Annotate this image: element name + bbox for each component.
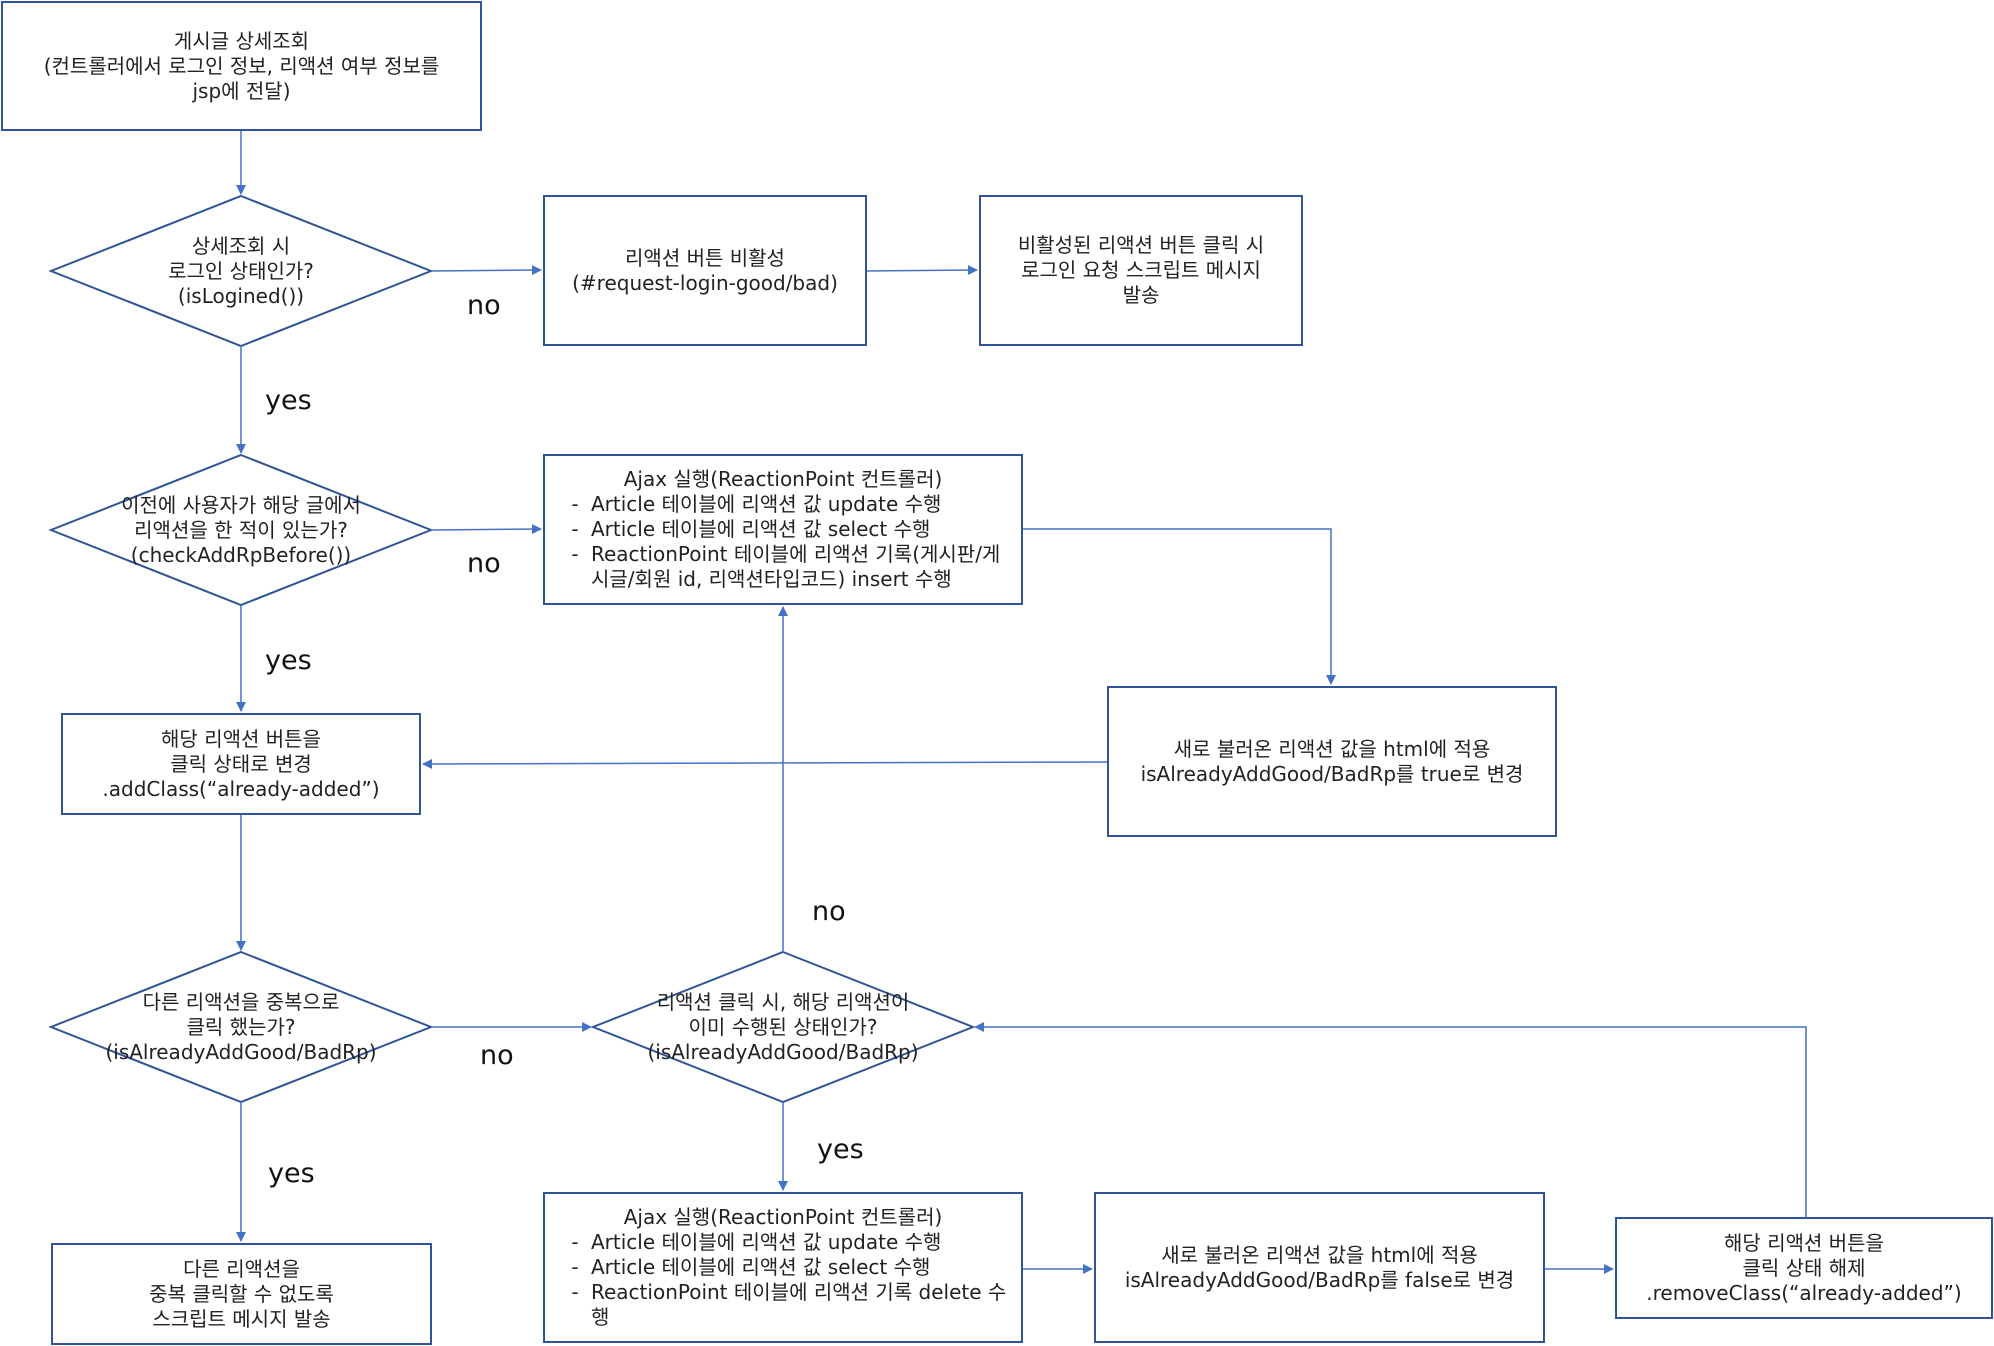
label-login-yes: yes — [265, 385, 312, 416]
node-add-class: 해당 리액션 버튼을 클릭 상태로 변경 .addClass(“already-… — [61, 713, 421, 815]
label-login-no: no — [467, 290, 501, 321]
node-dup-message: 다른 리액션을 중복 클릭할 수 없도록 스크립트 메시지 발송 — [51, 1243, 432, 1345]
edge-disable-to-msg — [866, 265, 978, 276]
label-same-yes: yes — [817, 1134, 864, 1165]
node-disable-button: 리액션 버튼 비활성 (#request-login-good/bad) — [543, 195, 867, 346]
edge-remove-to-same — [974, 1022, 1807, 1217]
node-start: 게시글 상세조회 (컨트롤러에서 로그인 정보, 리액션 여부 정보를 jsp에… — [1, 1, 482, 131]
node-ajax-delete: Ajax 실행(ReactionPoint 컨트롤러) Article 테이블에… — [543, 1192, 1023, 1343]
diamond-login-text: 상세조회 시 로그인 상태인가? (isLogined()) — [168, 233, 314, 308]
label-before-yes: yes — [265, 645, 312, 676]
label-dup-yes: yes — [268, 1158, 315, 1189]
node-apply-false: 새로 불러온 리액션 값을 html에 적용 isAlreadyAddGood/… — [1094, 1192, 1545, 1343]
edge-login-to-disable — [430, 265, 542, 276]
node-login-message: 비활성된 리액션 버튼 클릭 시 로그인 요청 스크립트 메시지 발송 — [979, 195, 1303, 346]
label-dup-no: no — [480, 1040, 514, 1071]
node-apply-true: 새로 불러온 리액션 값을 html에 적용 isAlreadyAddGood/… — [1107, 686, 1557, 837]
edge-before-to-ajax — [430, 524, 542, 535]
diamond-same-text: 리액션 클릭 시, 해당 리액션이 이미 수행된 상태인가? (isAlread… — [647, 989, 919, 1064]
label-same-no: no — [812, 896, 846, 927]
edge-ajax-to-apply — [1023, 528, 1336, 685]
diamond-dup-text: 다른 리액션을 중복으로 클릭 했는가? (isAlreadyAddGood/B… — [105, 989, 377, 1064]
label-before-no: no — [467, 548, 501, 579]
diamond-before-text: 이전에 사용자가 해당 글에서 리액션을 한 적이 있는가? (checkAdd… — [121, 492, 361, 567]
node-remove-class: 해당 리액션 버튼을 클릭 상태 해제 .removeClass(“alread… — [1615, 1217, 1993, 1319]
edge-apply-to-addclass — [422, 758, 1108, 769]
node-ajax-insert: Ajax 실행(ReactionPoint 컨트롤러) Article 테이블에… — [543, 454, 1023, 605]
